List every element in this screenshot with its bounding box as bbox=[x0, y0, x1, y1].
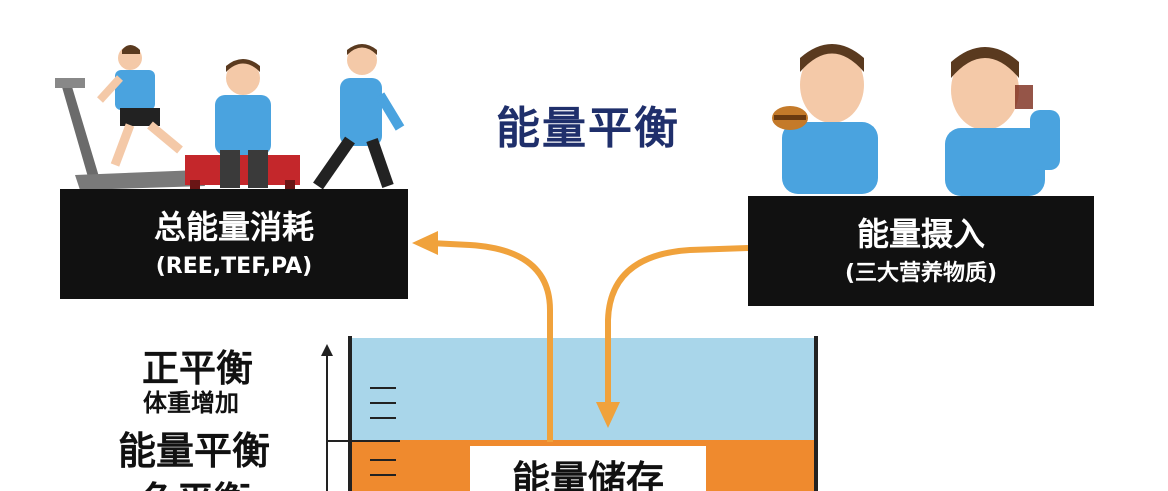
expenditure-title: 总能量消耗 bbox=[153, 208, 314, 246]
treadmill-runner-icon bbox=[55, 45, 205, 190]
expenditure-subtitle: (REE,TEF,PA) bbox=[155, 253, 313, 279]
eating-person-icon bbox=[772, 44, 878, 194]
intake-arrow bbox=[596, 245, 749, 428]
expenditure-arrow bbox=[412, 231, 553, 442]
energy-storage-label: 能量储存 bbox=[470, 446, 706, 491]
energy-storage-text: 能量储存 bbox=[511, 458, 664, 491]
energy-tank bbox=[328, 336, 818, 491]
intake-title: 能量摄入 bbox=[856, 215, 985, 253]
intake-box: 能量摄入 (三大营养物质) bbox=[748, 196, 1094, 306]
positive-balance-label: 正平衡 bbox=[142, 347, 253, 390]
energy-balance-label: 能量平衡 bbox=[118, 429, 271, 473]
scale-arrow bbox=[321, 344, 333, 491]
sitting-person-icon bbox=[185, 59, 300, 190]
intake-subtitle: (三大营养物质) bbox=[844, 260, 998, 286]
diagram-title: 能量平衡 bbox=[496, 103, 680, 154]
drinking-person-icon bbox=[945, 47, 1060, 196]
weight-gain-label: 体重增加 bbox=[143, 389, 239, 417]
negative-balance-label: 负平衡 bbox=[140, 470, 251, 491]
walking-person-icon bbox=[313, 44, 405, 190]
expenditure-box: 总能量消耗 (REE,TEF,PA) bbox=[60, 189, 408, 299]
